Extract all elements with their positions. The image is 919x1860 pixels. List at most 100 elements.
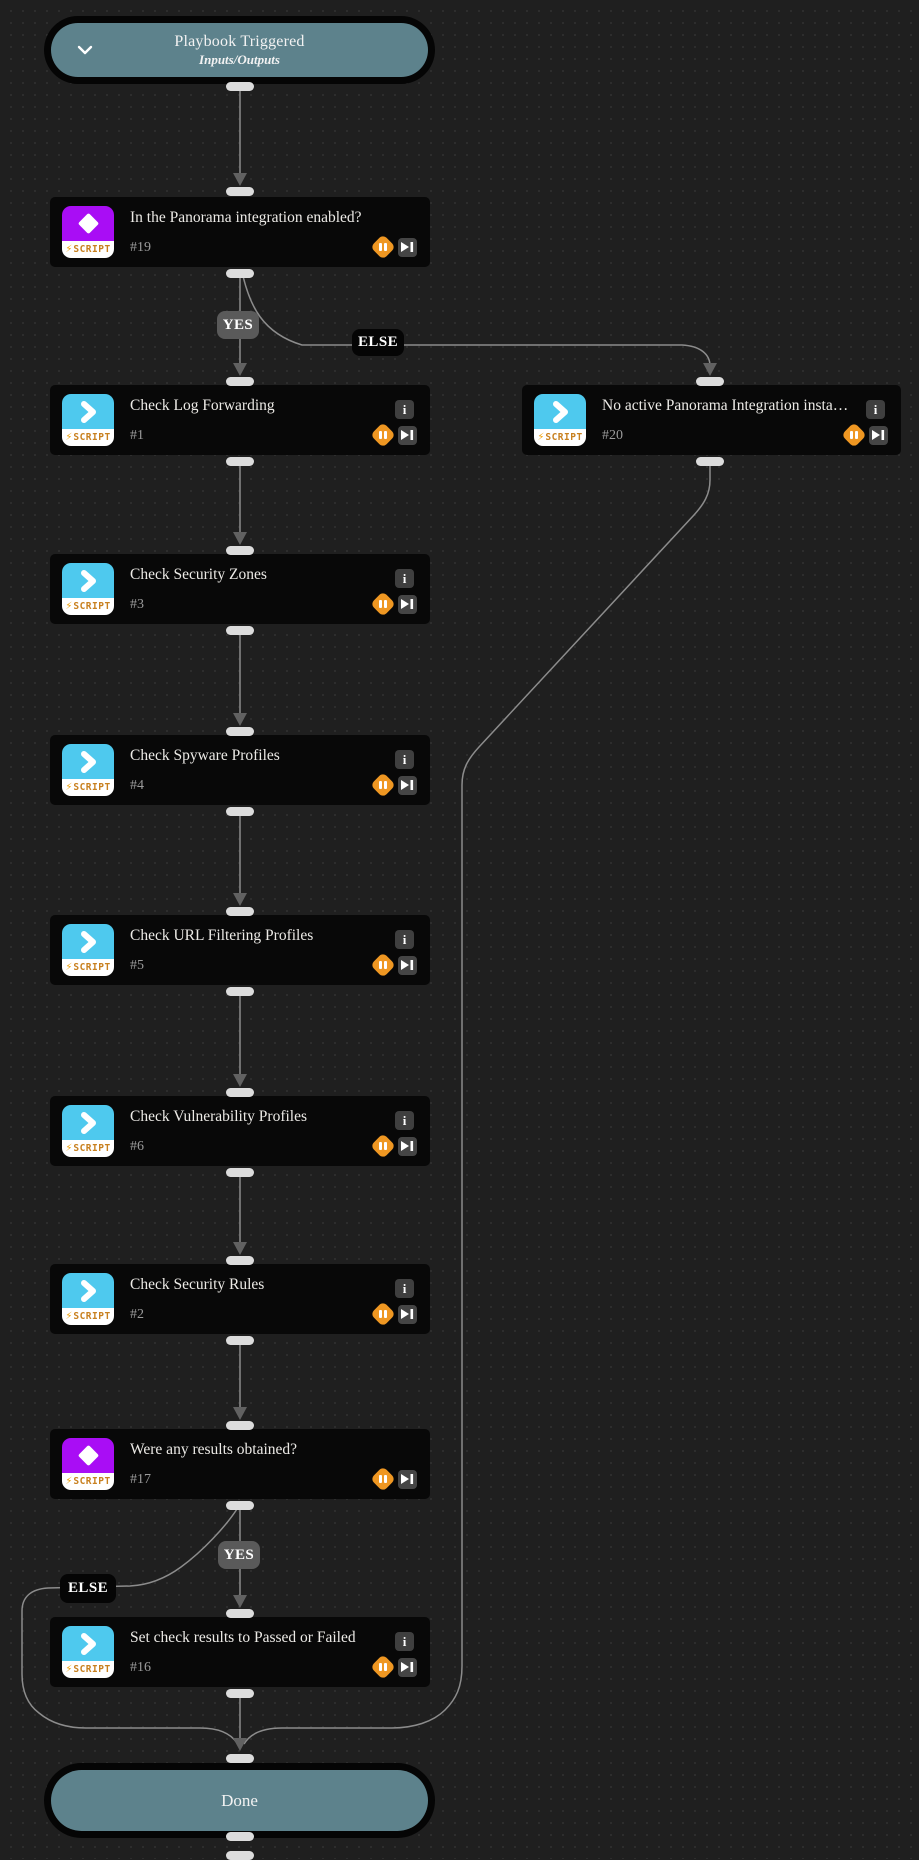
pause-condition-icon[interactable] xyxy=(370,1301,396,1327)
connector-handle[interactable] xyxy=(226,1609,254,1618)
info-icon[interactable]: i xyxy=(395,1111,414,1130)
script-badge: ⚡ SCRIPT xyxy=(62,429,114,446)
connector-handle[interactable] xyxy=(226,1336,254,1345)
connector-handle[interactable] xyxy=(226,1832,254,1841)
connector-handle[interactable] xyxy=(226,1754,254,1763)
skip-icon[interactable] xyxy=(398,594,417,614)
info-icon[interactable]: i xyxy=(395,750,414,769)
skip-icon[interactable] xyxy=(398,425,417,445)
connector-handle[interactable] xyxy=(226,377,254,386)
task-title: Check Log Forwarding xyxy=(130,397,275,414)
script-chevron-icon: ⚡ SCRIPT xyxy=(62,394,114,446)
lightning-bolt-icon: ⚡ xyxy=(65,243,73,255)
info-icon[interactable]: i xyxy=(395,930,414,949)
task-number: #3 xyxy=(130,597,144,612)
task-number: #17 xyxy=(130,1472,151,1487)
skip-icon[interactable] xyxy=(398,955,417,975)
connector-handle[interactable] xyxy=(226,1088,254,1097)
branch-label-yes-bottom: YES xyxy=(218,1541,260,1569)
connector-handle[interactable] xyxy=(226,1256,254,1265)
pause-condition-icon[interactable] xyxy=(370,591,396,617)
task-node-5[interactable]: ⚡ SCRIPT Check URL Filtering Profiles #5… xyxy=(50,915,430,985)
info-icon[interactable]: i xyxy=(395,1632,414,1651)
skip-icon[interactable] xyxy=(398,775,417,795)
task-title: Check Vulnerability Profiles xyxy=(130,1108,308,1125)
task-title: No active Panorama Integration insta… xyxy=(602,397,849,414)
script-chevron-icon: ⚡ SCRIPT xyxy=(62,924,114,976)
lightning-bolt-icon: ⚡ xyxy=(65,1663,73,1675)
connector-handle[interactable] xyxy=(226,187,254,196)
connector-handle[interactable] xyxy=(226,457,254,466)
script-badge: ⚡ SCRIPT xyxy=(62,959,114,976)
connector-handle[interactable] xyxy=(226,1501,254,1510)
branch-label-yes-top: YES xyxy=(217,311,259,339)
start-node-title: Playbook Triggered xyxy=(174,32,305,50)
task-node-19[interactable]: ⚡ SCRIPT In the Panorama integration ena… xyxy=(50,197,430,267)
task-node-2[interactable]: ⚡ SCRIPT Check Security Rules #2 i xyxy=(50,1264,430,1334)
pause-condition-icon[interactable] xyxy=(841,422,867,448)
task-number: #19 xyxy=(130,240,151,255)
script-badge: ⚡ SCRIPT xyxy=(62,1473,114,1490)
script-badge: ⚡ SCRIPT xyxy=(534,429,586,446)
task-title: In the Panorama integration enabled? xyxy=(130,209,362,226)
connector-handle[interactable] xyxy=(226,82,254,91)
connector-handle[interactable] xyxy=(226,546,254,555)
script-chevron-icon: ⚡ SCRIPT xyxy=(62,744,114,796)
task-node-4[interactable]: ⚡ SCRIPT Check Spyware Profiles #4 i xyxy=(50,735,430,805)
task-node-16[interactable]: ⚡ SCRIPT Set check results to Passed or … xyxy=(50,1617,430,1687)
task-number: #6 xyxy=(130,1139,144,1154)
connector-handle[interactable] xyxy=(226,987,254,996)
pause-condition-icon[interactable] xyxy=(370,1654,396,1680)
connector-handle[interactable] xyxy=(226,1421,254,1430)
script-badge: ⚡ SCRIPT xyxy=(62,241,114,258)
pause-condition-icon[interactable] xyxy=(370,1133,396,1159)
skip-icon[interactable] xyxy=(398,1304,417,1324)
condition-diamond-icon: ⚡ SCRIPT xyxy=(62,1438,114,1490)
skip-icon[interactable] xyxy=(398,1657,417,1677)
connector-handle[interactable] xyxy=(226,1851,254,1860)
info-icon[interactable]: i xyxy=(395,569,414,588)
task-number: #2 xyxy=(130,1307,144,1322)
task-node-17[interactable]: ⚡ SCRIPT Were any results obtained? #17 xyxy=(50,1429,430,1499)
lightning-bolt-icon: ⚡ xyxy=(537,431,545,443)
skip-icon[interactable] xyxy=(398,1469,417,1489)
chevron-down-icon[interactable] xyxy=(77,45,93,55)
script-badge: ⚡ SCRIPT xyxy=(62,1140,114,1157)
pause-condition-icon[interactable] xyxy=(370,772,396,798)
lightning-bolt-icon: ⚡ xyxy=(65,781,73,793)
connector-handle[interactable] xyxy=(696,377,724,386)
pause-condition-icon[interactable] xyxy=(370,952,396,978)
task-title: Were any results obtained? xyxy=(130,1441,298,1458)
connector-handle[interactable] xyxy=(226,907,254,916)
pause-condition-icon[interactable] xyxy=(370,1466,396,1492)
task-number: #20 xyxy=(602,428,623,443)
connector-handle[interactable] xyxy=(226,626,254,635)
script-chevron-icon: ⚡ SCRIPT xyxy=(62,1626,114,1678)
pause-condition-icon[interactable] xyxy=(370,234,396,260)
info-icon[interactable]: i xyxy=(866,400,885,419)
task-node-1[interactable]: ⚡ SCRIPT Check Log Forwarding #1 i xyxy=(50,385,430,455)
info-icon[interactable]: i xyxy=(395,1279,414,1298)
script-badge: ⚡ SCRIPT xyxy=(62,1661,114,1678)
lightning-bolt-icon: ⚡ xyxy=(65,1475,73,1487)
connector-handle[interactable] xyxy=(226,1168,254,1177)
lightning-bolt-icon: ⚡ xyxy=(65,1142,73,1154)
start-node-subtitle: Inputs/Outputs xyxy=(199,51,280,67)
skip-icon[interactable] xyxy=(398,237,417,257)
task-node-3[interactable]: ⚡ SCRIPT Check Security Zones #3 i xyxy=(50,554,430,624)
task-number: #16 xyxy=(130,1660,151,1675)
skip-icon[interactable] xyxy=(398,1136,417,1156)
connector-handle[interactable] xyxy=(226,1689,254,1698)
start-node-playbook-triggered[interactable]: Playbook Triggered Inputs/Outputs xyxy=(44,16,435,84)
end-node-done[interactable]: Done xyxy=(44,1763,435,1838)
connector-handle[interactable] xyxy=(696,457,724,466)
task-node-6[interactable]: ⚡ SCRIPT Check Vulnerability Profiles #6… xyxy=(50,1096,430,1166)
connector-handle[interactable] xyxy=(226,807,254,816)
skip-icon[interactable] xyxy=(869,425,888,445)
info-icon[interactable]: i xyxy=(395,400,414,419)
connector-handle[interactable] xyxy=(226,727,254,736)
pause-condition-icon[interactable] xyxy=(370,422,396,448)
connector-handle[interactable] xyxy=(226,269,254,278)
task-node-20[interactable]: ⚡ SCRIPT No active Panorama Integration … xyxy=(522,385,901,455)
branch-label-else-bottom: ELSE xyxy=(60,1574,116,1603)
